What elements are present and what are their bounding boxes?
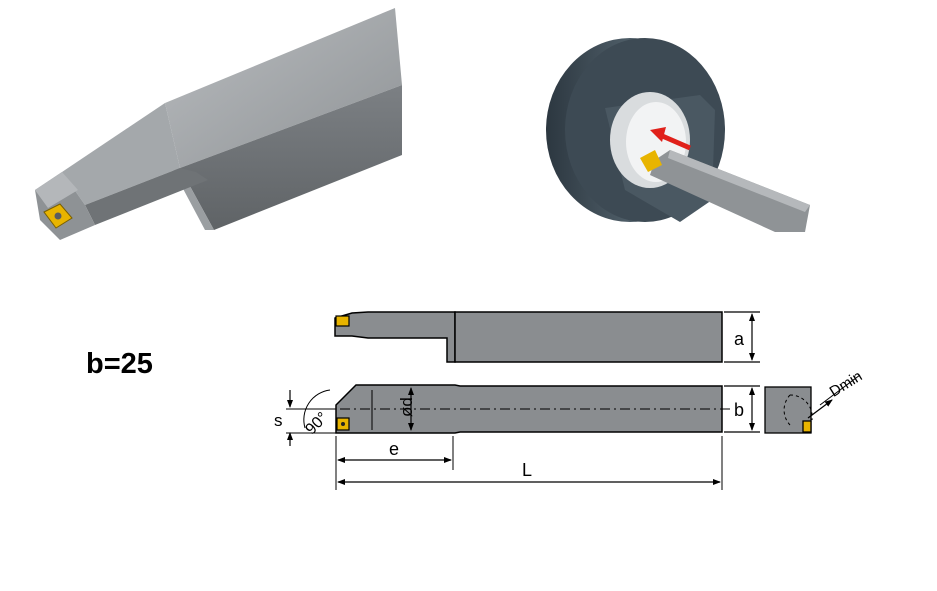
dim-angle-label: 90° xyxy=(302,409,331,438)
dim-b-label: b xyxy=(734,400,744,420)
boring-in-workpiece-illustration xyxy=(546,38,810,232)
top-view-drawing xyxy=(286,384,760,490)
dim-s-label: s xyxy=(274,411,283,430)
dim-e-label: e xyxy=(389,439,399,459)
side-view-drawing xyxy=(334,311,760,363)
end-view-drawing xyxy=(764,374,861,434)
dim-phid-label: ød xyxy=(397,397,416,417)
boring-bar-3d-illustration xyxy=(35,8,402,240)
heading-b-value: b=25 xyxy=(86,348,153,380)
red-arrow-icon xyxy=(650,127,691,151)
dim-a-label: a xyxy=(734,329,745,349)
dim-L-label: L xyxy=(522,460,532,480)
insert-icon xyxy=(43,203,73,229)
dim-dmin-label: Dmin xyxy=(827,368,866,401)
